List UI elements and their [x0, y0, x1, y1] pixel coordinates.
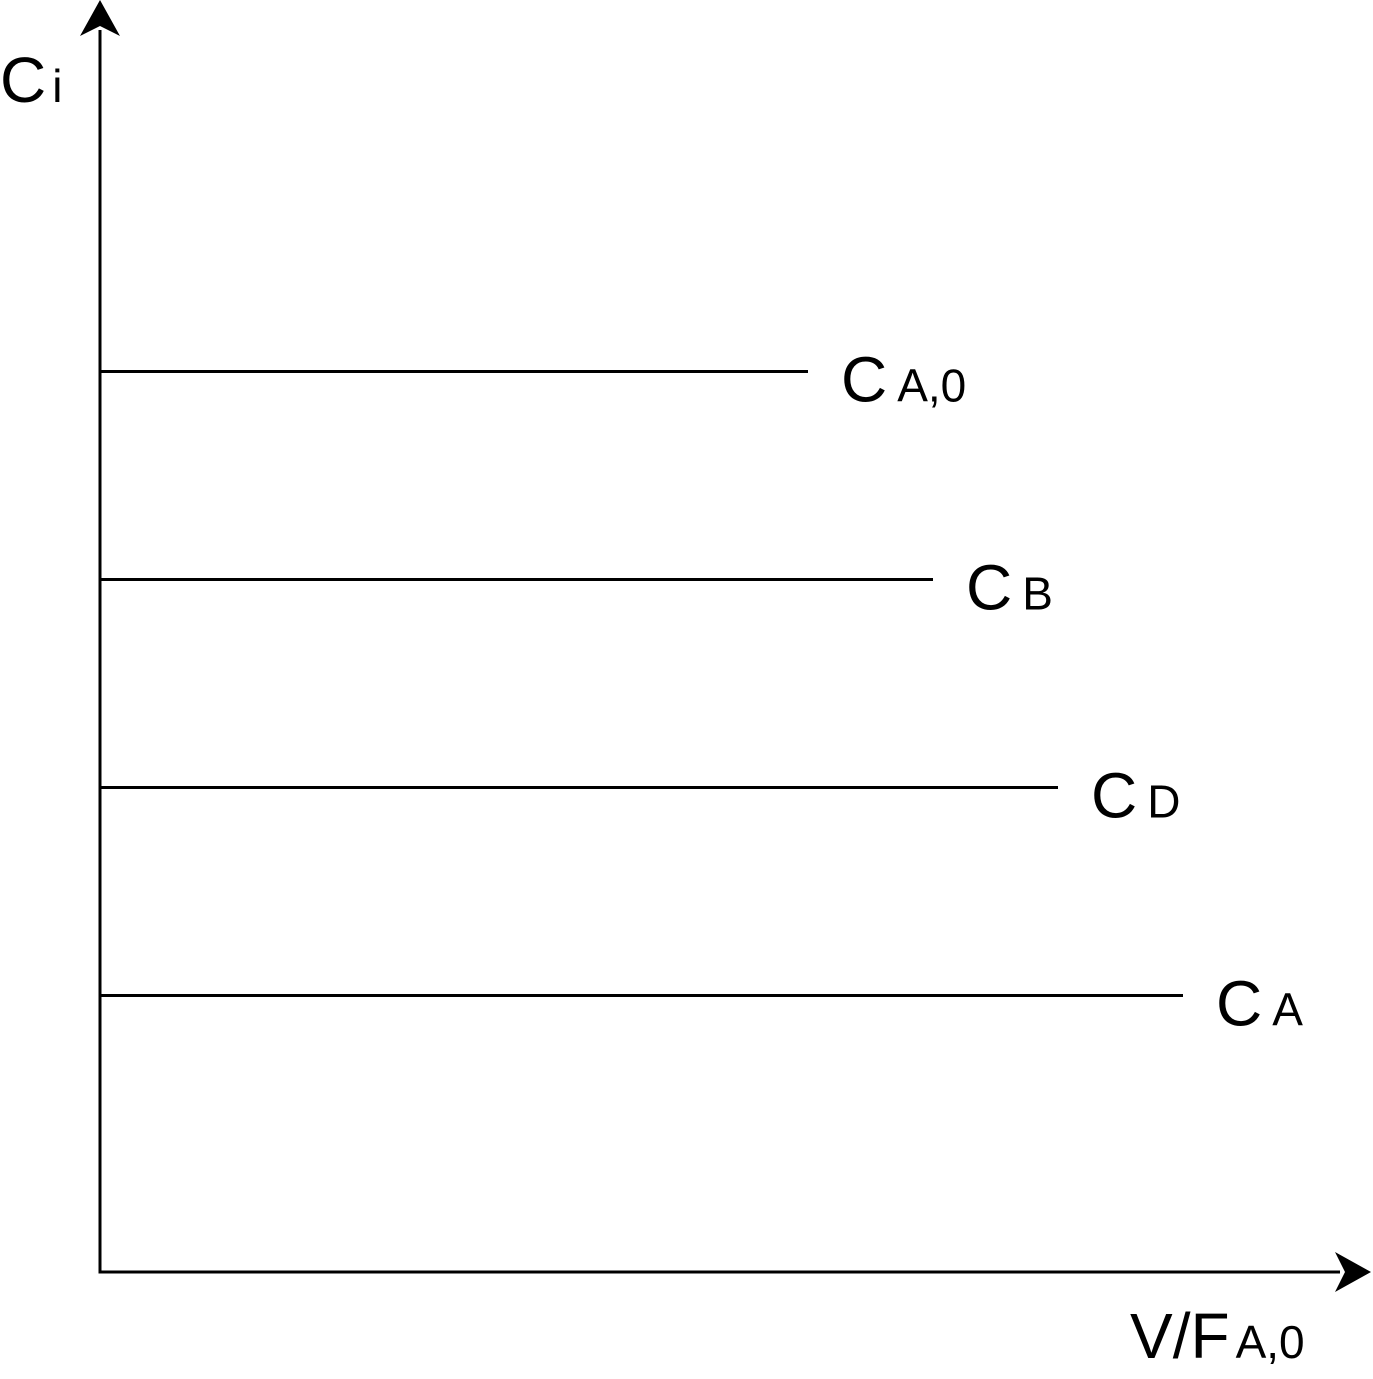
series-label-main: C [1091, 760, 1137, 832]
series-label-sub: A [1272, 984, 1303, 1036]
series-label-main: C [1216, 968, 1262, 1040]
x-axis-label-main: V/F [1130, 1300, 1230, 1372]
y-axis-arrowhead [80, 0, 120, 36]
series-label-sub: A,0 [897, 360, 966, 412]
series-label-sub: D [1147, 776, 1180, 828]
axes [80, 0, 1371, 1292]
series-label-main: C [841, 344, 887, 416]
x-axis-arrowhead [1335, 1252, 1371, 1292]
y-axis-label-main: C [0, 44, 46, 116]
x-axis-label-sub: A,0 [1236, 1316, 1305, 1368]
y-axis-label-sub: i [52, 60, 62, 112]
series-label-main: C [966, 552, 1012, 624]
series-label-sub: B [1022, 568, 1053, 620]
